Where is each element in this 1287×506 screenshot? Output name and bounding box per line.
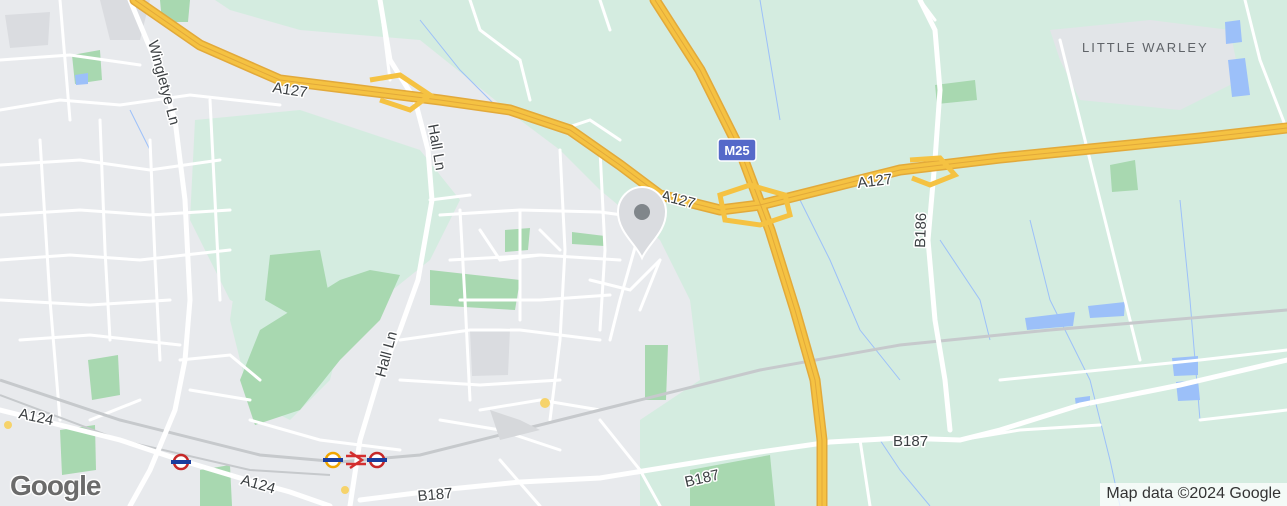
google-logo: Google [10, 470, 101, 501]
road-label-a124: A124 [17, 405, 55, 429]
rail-icon[interactable] [346, 450, 366, 470]
road-label-a127: A127 [271, 79, 308, 101]
map-pin-icon[interactable] [616, 185, 668, 261]
svg-text:B186: B186 [912, 213, 930, 249]
m25-label: M25 [724, 143, 749, 158]
urban-area [1050, 20, 1240, 110]
urban-area [470, 328, 510, 376]
underground-icon[interactable] [323, 451, 343, 469]
underground-icon[interactable] [171, 453, 191, 471]
place-label-little-warley: LITTLE WARLEY [1082, 40, 1209, 55]
park [505, 228, 530, 252]
water [1088, 302, 1125, 318]
park [572, 232, 605, 246]
urban-area [100, 0, 150, 40]
road-label-b187: B187 [893, 433, 928, 450]
park [1110, 160, 1138, 192]
water [1225, 20, 1242, 44]
map-attribution: Map data ©2024 Google [1100, 483, 1287, 506]
park [645, 345, 668, 400]
park [240, 270, 400, 425]
streams [129, 0, 1201, 506]
m25-shield: M25 [717, 138, 757, 162]
road-labels: A127 A127 A127 A127 A127 A127 Hall Ln Ha… [16, 37, 932, 506]
svg-text:B187: B187 [893, 433, 928, 450]
park [60, 425, 96, 475]
urban-area [5, 12, 50, 48]
bus-station-icon [4, 398, 550, 494]
road-label-a127: A127 [856, 171, 893, 192]
road-label-b186: B186 [912, 213, 930, 249]
rail-yard [490, 410, 540, 440]
park [935, 80, 977, 104]
water [75, 73, 88, 85]
water [1172, 356, 1198, 376]
svg-text:B187: B187 [417, 485, 453, 505]
park [690, 455, 775, 506]
park [88, 355, 120, 400]
road-label-b187: B187 [417, 485, 453, 505]
underground-icon[interactable] [367, 451, 387, 469]
junction-slip-roads [369, 72, 960, 228]
water [1228, 58, 1250, 97]
